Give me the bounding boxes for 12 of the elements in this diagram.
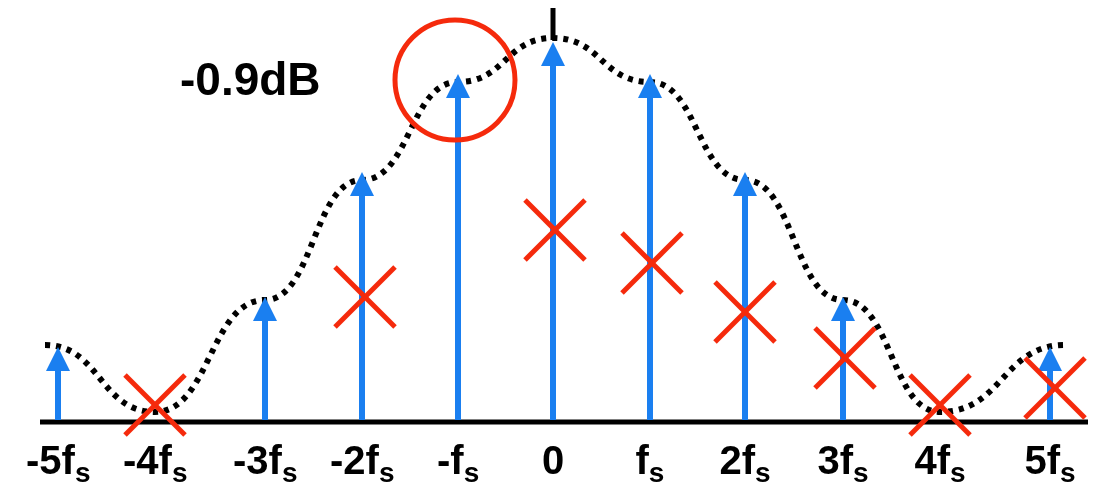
tick-label: -5f$_{s}$ xyxy=(26,440,91,488)
tick-label: -2f$_{s}$ xyxy=(330,440,395,488)
tick-label: f$_{s}$ xyxy=(635,440,665,488)
tick-label: 4f$_{s}$ xyxy=(914,440,966,488)
tick-label: 2f$_{s}$ xyxy=(719,440,771,488)
value-label: -0.9dB xyxy=(180,56,321,102)
tick-label: -f$_{s}$ xyxy=(437,440,480,488)
tick-label: 0 xyxy=(542,440,565,480)
tick-label: 3f$_{s}$ xyxy=(817,440,869,488)
tick-label: -4f$_{s}$ xyxy=(123,440,188,488)
tick-label: -3f$_{s}$ xyxy=(233,440,298,488)
tick-label: 5f$_{s}$ xyxy=(1024,440,1076,488)
